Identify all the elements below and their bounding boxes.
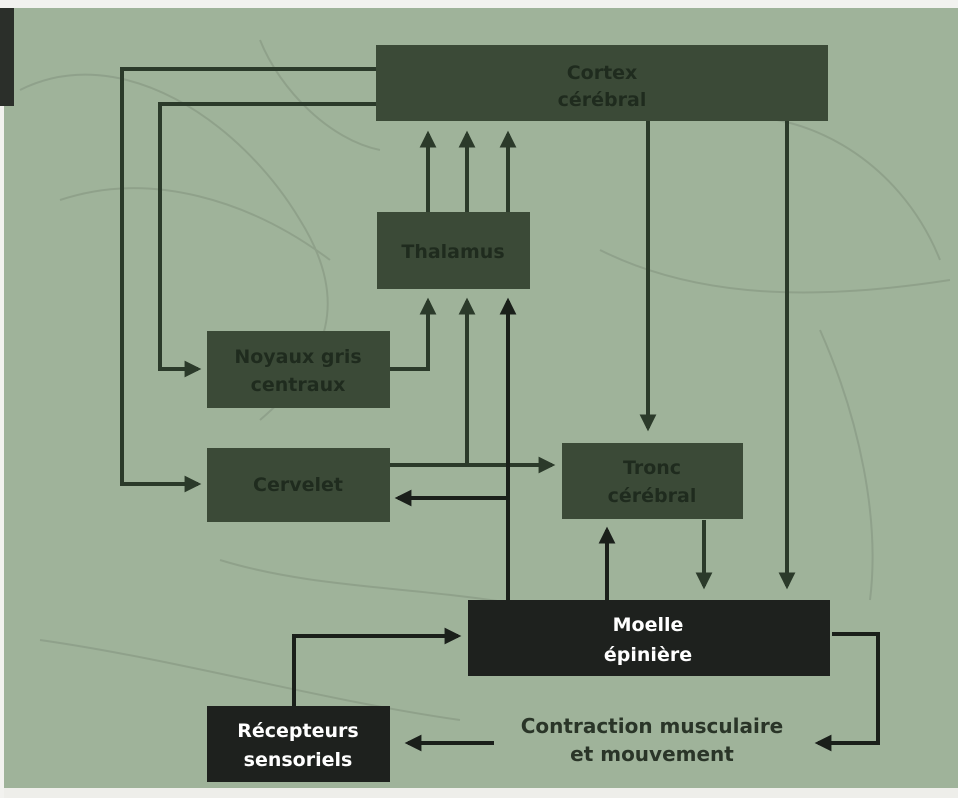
node-cortex-line1: Cortex xyxy=(567,62,638,84)
arrows xyxy=(120,67,880,752)
node-tronc: Tronc cérébral xyxy=(562,443,743,519)
arrow-moelle-to-contraction xyxy=(814,632,880,752)
node-moelle-line2: épinière xyxy=(604,644,692,666)
node-thalamus: Thalamus xyxy=(377,212,530,289)
node-tronc-line2: cérébral xyxy=(608,485,697,507)
node-cervelet-label: Cervelet xyxy=(253,474,343,496)
node-recepteurs-line2: sensoriels xyxy=(244,749,353,771)
node-cervelet: Cervelet xyxy=(207,448,390,522)
arrow-noyaux-to-thalamus xyxy=(390,297,437,371)
node-contraction-line1: Contraction musculaire xyxy=(521,714,784,738)
node-noyaux-line1: Noyaux gris xyxy=(234,346,361,368)
bottom-strip xyxy=(4,788,958,798)
node-contraction: Contraction musculaire et mouvement xyxy=(521,714,784,766)
node-noyaux-line2: centraux xyxy=(251,374,346,396)
node-thalamus-label: Thalamus xyxy=(401,241,504,263)
node-noyaux: Noyaux gris centraux xyxy=(207,331,390,408)
node-cortex-line2: cérébral xyxy=(558,89,647,111)
arrow-recepteurs-to-moelle xyxy=(292,627,462,706)
corner-tab xyxy=(0,8,14,106)
node-tronc-line1: Tronc xyxy=(623,457,681,479)
node-moelle: Moelle épinière xyxy=(468,600,830,676)
node-contraction-line2: et mouvement xyxy=(570,742,734,766)
node-cortex: Cortex cérébral xyxy=(376,45,828,121)
node-recepteurs: Récepteurs sensoriels xyxy=(207,706,390,782)
arrow-cortex-to-cervelet xyxy=(120,67,376,493)
arrow-cortex-to-noyaux xyxy=(158,102,376,378)
node-recepteurs-line1: Récepteurs xyxy=(237,720,358,742)
node-moelle-line1: Moelle xyxy=(613,614,684,636)
